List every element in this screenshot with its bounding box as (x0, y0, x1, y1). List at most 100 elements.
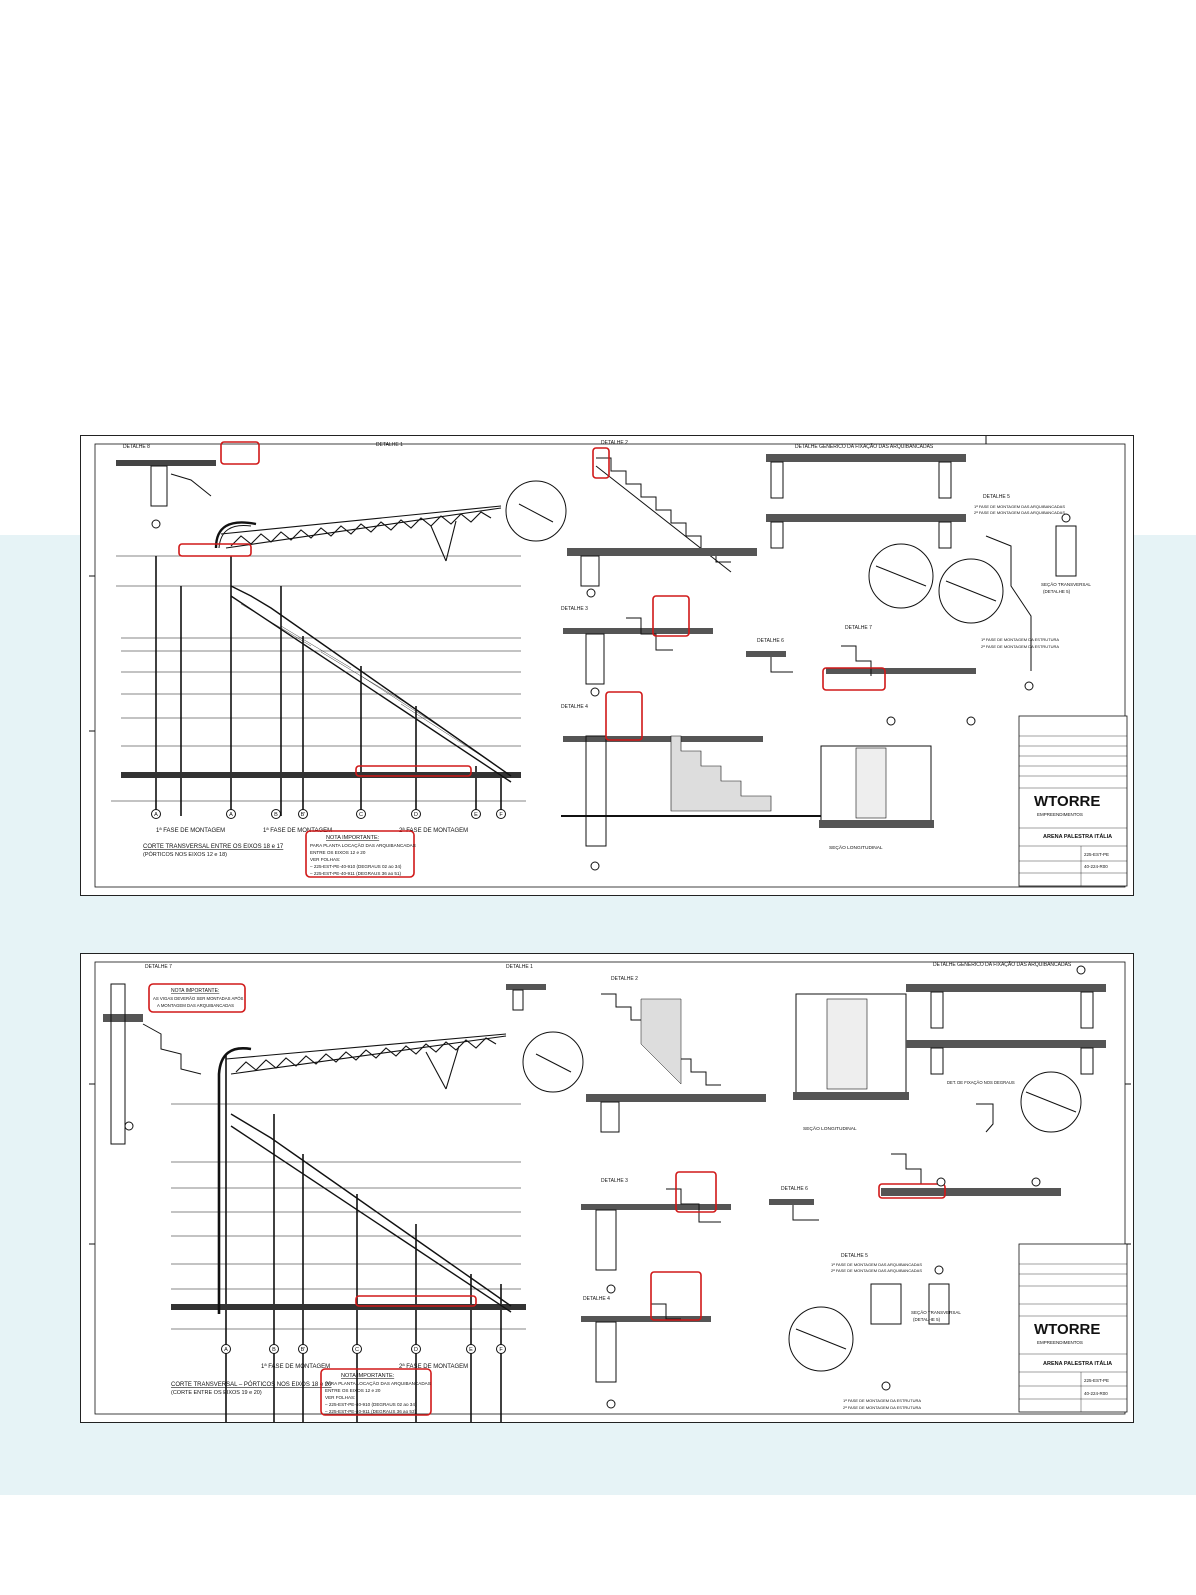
phase-small-2: 2ª FASE DE MONTAGEM DAS ARQUIBANCADAS (831, 1268, 922, 1273)
axis-label: E (474, 812, 478, 818)
main-section-top: A A B B' C D E F 1ª FASE DE MONTAGEM (111, 441, 526, 878)
axis-label: B' (301, 812, 306, 818)
top-note-line: A MONTAGEM DAS ARQUIBANCADAS (157, 1003, 234, 1008)
title-block-top: WTORRE EMPREENDIMENTOS ARENA PALESTRA IT… (1018, 715, 1128, 887)
axis-label: A (224, 1347, 228, 1353)
company-subtitle: EMPREENDIMENTOS (1037, 1340, 1083, 1345)
document-number: 225-EST-PE (1084, 1378, 1109, 1383)
note-line: – 225-EST-PE-40-910 (DEGRAUS 02 ao 34) (310, 864, 402, 869)
detail-label: DETALHE 4 (583, 1296, 610, 1302)
phase-struct-1: 1ª FASE DE MONTAGEM DA ESTRUTURA (981, 637, 1059, 642)
axis-bubble (411, 1344, 421, 1354)
company-logo: WTORRE (1034, 1321, 1100, 1338)
revision-cloud (178, 543, 252, 557)
phase-1-label-right: 1ª FASE DE MONTAGEM (263, 827, 332, 834)
transverse-label: SEÇÃO TRANSVERSAL (1041, 581, 1091, 587)
phase-struct-2: 2ª FASE DE MONTAGEM DA ESTRUTURA (843, 1405, 921, 1410)
detail-label: DETALHE 8 (123, 444, 150, 450)
axis-bubble (298, 809, 308, 819)
note-line: PARA PLANTA LOCAÇÃO DAS ARQUIBANCADAS (310, 842, 416, 848)
drawing-sheet-top: A A B B' C D E F 1ª FASE DE MONTAGEM (80, 435, 1134, 896)
inner-frame (94, 443, 1126, 888)
note-title: NOTA IMPORTANTE: (326, 835, 380, 841)
axis-label: B' (301, 1347, 306, 1353)
transverse-label: SEÇÃO TRANSVERSAL (911, 1309, 961, 1315)
phase-1-label: 1ª FASE DE MONTAGEM (261, 1363, 330, 1370)
fixing-label: DET. DE FIXAÇÃO NOS DEGRAUS (947, 1080, 1015, 1085)
detail-7-bottom-left (103, 983, 202, 1145)
detail-label: DETALHE 5 (983, 494, 1010, 500)
generic-fixing-top (766, 454, 966, 549)
phase-2-label: 2ª FASE DE MONTAGEM (399, 1363, 468, 1370)
axis-label: B (274, 812, 278, 818)
phase-2-label: 2ª FASE DE MONTAGEM (399, 827, 468, 834)
note-line: ENTRE OS EIXOS 12 e 20 (310, 850, 366, 855)
note-line: PARA PLANTA LOCAÇÃO DAS ARQUIBANCADAS (325, 1380, 431, 1386)
longitudinal-label: SEÇÃO LONGITUDINAL (829, 844, 883, 851)
phase-1-label: 1ª FASE DE MONTAGEM (156, 827, 225, 834)
sheet-bottom-drawing: A B B' C D E F 1ª FASE DE MONTAGEM 2ª FA… (89, 961, 1131, 1422)
detail-label: DETALHE 4 (561, 704, 588, 710)
axis-bubble (466, 1344, 476, 1354)
axis-label: D (414, 1347, 418, 1353)
axis-bubble (151, 809, 161, 819)
phase-small-1: 1ª FASE DE MONTAGEM DAS ARQUIBANCADAS (974, 504, 1065, 509)
detail-5-top: SEÇÃO TRANSVERSAL (DETALHE 5) 1ª FASE DE… (868, 504, 1091, 691)
detail-5-bottom: SEÇÃO TRANSVERSAL (DETALHE 5) 1ª FASE DE… (788, 1262, 961, 1410)
detail-7-top (822, 645, 976, 726)
inner-frame (94, 961, 1126, 1415)
detail-1-bottom (506, 984, 546, 1011)
axis-bubble (221, 1344, 231, 1354)
drawing-sheet-bottom: A B B' C D E F 1ª FASE DE MONTAGEM 2ª FA… (80, 953, 1134, 1423)
axis-bubble (496, 809, 506, 819)
detail-label: DETALHE 5 (841, 1253, 868, 1259)
detail-label: DETALHE 7 (845, 625, 872, 631)
axis-bubble (496, 1344, 506, 1354)
sheet-top-drawing: A A B B' C D E F 1ª FASE DE MONTAGEM (89, 436, 1128, 888)
note-line: VER FOLHAS: (310, 857, 340, 862)
axis-bubble (269, 1344, 279, 1354)
detail-strip-bottom (878, 1153, 1061, 1199)
detail-label: DETALHE 2 (601, 440, 628, 446)
detail-6-top (746, 651, 793, 673)
section-subtitle: (PÓRTICOS NOS EIXOS 12 e 18) (143, 851, 227, 858)
section-title: CORTE TRANSVERSAL ENTRE OS EIXOS 18 e 17 (143, 844, 284, 850)
detail-6-bottom (769, 1199, 819, 1221)
transverse-sub: (DETALHE 5) (1043, 589, 1071, 594)
revision-cloud (355, 1295, 477, 1307)
axis-label: F (499, 812, 503, 818)
longitudinal-section-top: SEÇÃO LONGITUDINAL (819, 745, 934, 851)
detail-label: DETALHE 1 (376, 442, 403, 448)
phase-small-1: 1ª FASE DE MONTAGEM DAS ARQUIBANCADAS (831, 1262, 922, 1267)
sheet-number: 40-224-R00 (1084, 864, 1108, 869)
note-line: – 225-EST-PE-40-911 (DEGRAUS 36 ao 53) (325, 1409, 417, 1414)
revision-cloud (355, 765, 472, 777)
client-name: ARENA PALESTRA ITÁLIA (1043, 1360, 1112, 1367)
axis-bubble (411, 809, 421, 819)
detail-4-bottom (581, 1271, 711, 1409)
axis-label: C (359, 812, 363, 818)
detail-3-top (563, 595, 713, 697)
note-line: – 225-EST-PE-40-910 (DEGRAUS 02 ao 34) (325, 1402, 417, 1407)
revision-cloud (220, 441, 260, 465)
detail-label: DETALHE 6 (781, 1186, 808, 1192)
detail-label: DETALHE 3 (561, 606, 588, 612)
detail-4-top (561, 691, 821, 871)
axis-label: A (154, 812, 158, 818)
note-line: VER FOLHAS: (325, 1395, 355, 1400)
detail-label: DETALHE 2 (611, 976, 638, 982)
detail-label: DETALHE 1 (506, 964, 533, 970)
axis-bubble (352, 1344, 362, 1354)
top-note-line: AS VIGAS DEVERÃO SER MONTADAS APÓS (153, 996, 244, 1001)
axis-label: C (355, 1347, 359, 1353)
detail-label: DETALHE 3 (601, 1178, 628, 1184)
axis-bubble (471, 809, 481, 819)
generic-fixing-bottom: DET. DE FIXAÇÃO NOS DEGRAUS (906, 965, 1106, 1133)
phase-small-2: 2ª FASE DE MONTAGEM DAS ARQUIBANCADAS (974, 510, 1065, 515)
top-note-title: NOTA IMPORTANTE: (171, 988, 219, 994)
axis-bubble (356, 809, 366, 819)
detail-2-bottom (522, 993, 766, 1133)
axis-label: D (414, 812, 418, 818)
section-subtitle: (CORTE ENTRE OS EIXOS 19 e 20) (171, 1390, 262, 1396)
axis-label: A (229, 812, 233, 818)
